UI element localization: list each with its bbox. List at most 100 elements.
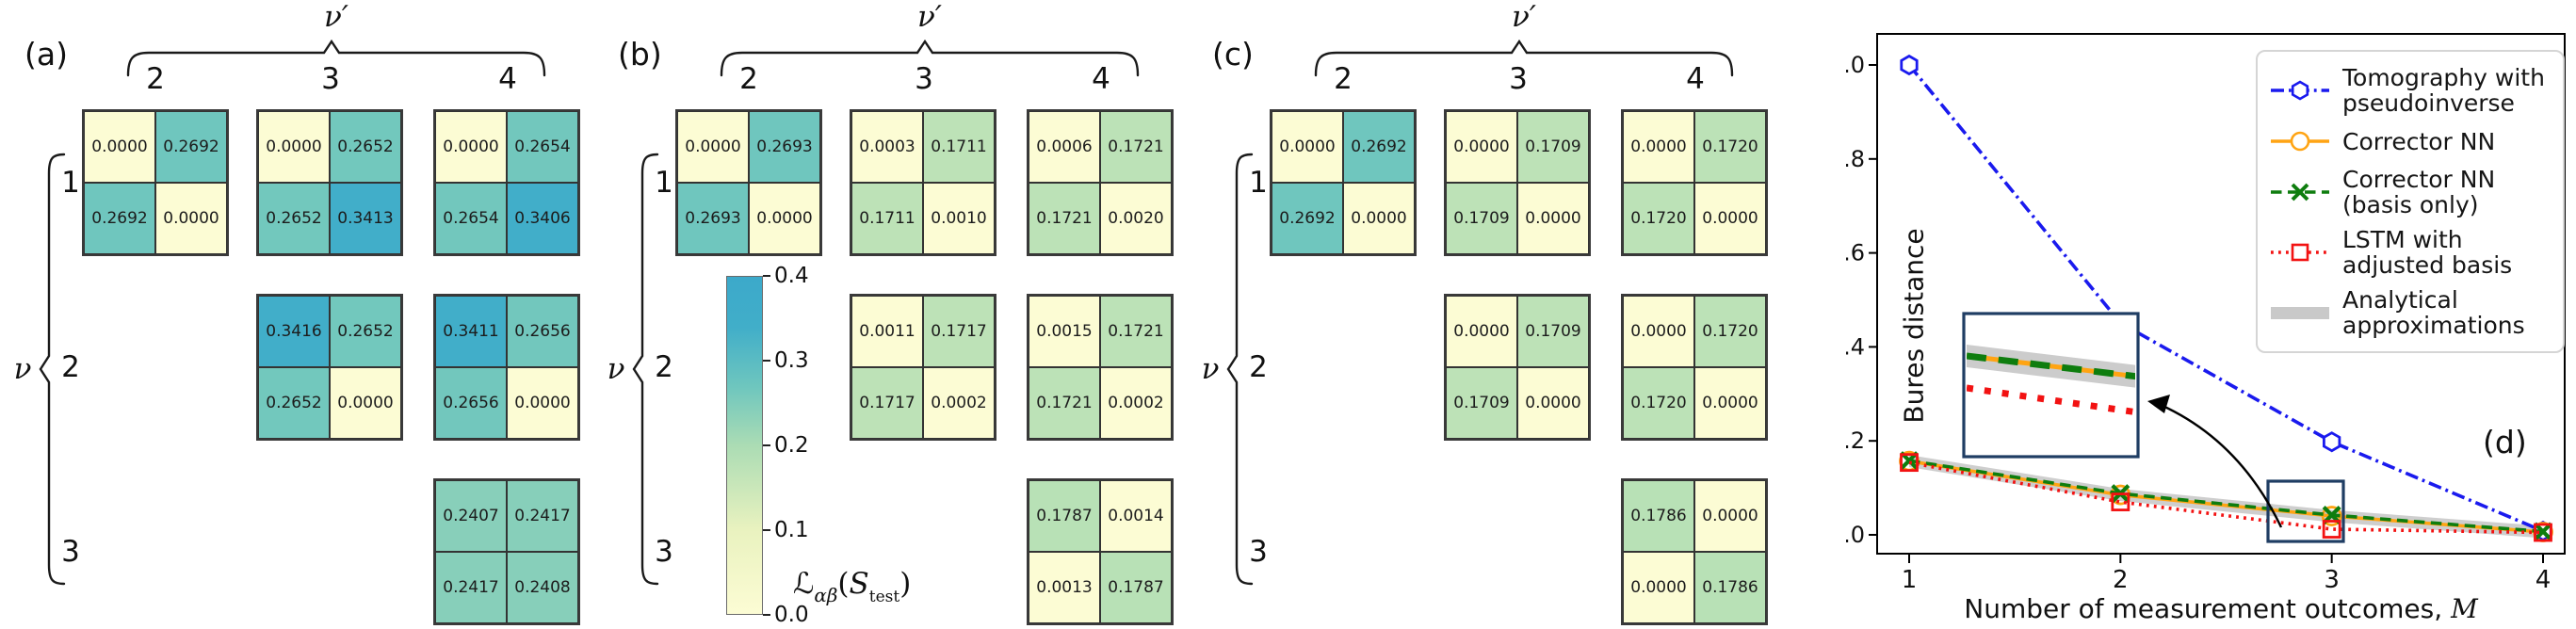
matrix-cell: 0.2654 <box>507 111 578 183</box>
panel-d-label: (d) <box>2483 424 2527 460</box>
x-axis-label-text: Number of measurement outcomes, <box>1964 593 2452 624</box>
row-label-1: 1 <box>61 166 80 200</box>
zoom-region-rect <box>2266 479 2345 543</box>
row-label-3: 3 <box>655 535 673 569</box>
y-tick-label: 0.6 <box>1846 240 1865 266</box>
square-marker <box>2534 523 2552 542</box>
matrix-cell: 0.0011 <box>851 296 923 367</box>
legend-sample-hexagon <box>2271 80 2329 101</box>
col-label-4: 4 <box>1092 62 1110 96</box>
matrix-cell: 0.3416 <box>258 296 330 367</box>
matrix-cell: 0.1721 <box>1100 296 1172 367</box>
matrix-cell: 0.1787 <box>1029 480 1100 552</box>
colorbar-tick-label: 0.0 <box>774 603 809 627</box>
inset-box <box>1962 312 2140 459</box>
y-tick-label: 0.4 <box>1846 333 1865 360</box>
panel-label: (a) <box>24 36 68 73</box>
matrix-cell: 0.1709 <box>1446 183 1517 254</box>
x-marker <box>2534 522 2552 541</box>
legend-item: Tomography with pseudoinverse <box>2269 65 2552 116</box>
matrix-cell: 0.0000 <box>749 183 820 254</box>
series-line-square <box>1908 460 2544 535</box>
row-label-1: 1 <box>1249 166 1268 200</box>
matrix-cell: 0.2693 <box>677 183 749 254</box>
matrix-cell: 0.0013 <box>1029 552 1100 623</box>
matrix-cell: 0.1717 <box>923 296 995 367</box>
y-tick-label: 0.0 <box>1846 522 1865 548</box>
row-label-2: 2 <box>655 350 673 384</box>
legend-item: Analytical approximations <box>2269 287 2552 338</box>
matrix-cell: 0.0000 <box>84 111 155 183</box>
matrix-cell: 0.3413 <box>330 183 401 254</box>
row-axis-title-nu: ν <box>1201 352 1220 386</box>
matrix-cell: 0.2692 <box>155 111 227 183</box>
colorbar-tick-mark <box>763 444 770 446</box>
matrix-cell: 0.0000 <box>258 111 330 183</box>
loss-argument-subscript: test <box>868 588 900 606</box>
matrix-cell: 0.0015 <box>1029 296 1100 367</box>
matrix-cell: 0.0002 <box>923 367 995 439</box>
matrix-cell: 0.2692 <box>1272 183 1343 254</box>
row-label-2: 2 <box>1249 350 1268 384</box>
hexagon-icon <box>2291 80 2309 101</box>
matrix-cell: 0.1720 <box>1623 183 1694 254</box>
matrix-cell: 0.2417 <box>507 480 578 552</box>
row-label-2: 2 <box>61 350 80 384</box>
matrix-cell: 0.0000 <box>1272 111 1343 183</box>
legend-sample-circle <box>2271 131 2329 152</box>
matrix-cell: 0.1721 <box>1100 111 1172 183</box>
hexagon-marker <box>1900 54 1919 76</box>
matrix-cell: 0.2652 <box>330 296 401 367</box>
matrix-cell: 0.1721 <box>1029 183 1100 254</box>
matrix-cell: 0.2656 <box>507 296 578 367</box>
colorbar-tick-label: 0.3 <box>774 348 809 373</box>
inset-basis-line <box>1967 352 2135 380</box>
matrix-cell: 0.0003 <box>851 111 923 183</box>
matrix-cell: 0.1721 <box>1029 367 1100 439</box>
matrix-cell: 0.2692 <box>84 183 155 254</box>
square-marker <box>2111 492 2130 511</box>
matrix-cell: 0.2692 <box>1343 111 1415 183</box>
row-label-3: 3 <box>1249 535 1268 569</box>
matrix-cell: 0.0010 <box>923 183 995 254</box>
x-axis-label-variable: M <box>2451 593 2478 624</box>
matrix-cell: 0.0002 <box>1100 367 1172 439</box>
matrix-cell: 0.3406 <box>507 183 578 254</box>
legend-item: Corrector NN <box>2269 125 2552 157</box>
col-label-3: 3 <box>321 62 340 96</box>
matrix-cell: 0.1711 <box>851 183 923 254</box>
plot-frame <box>1876 33 2566 555</box>
matrix-cell: 0.0000 <box>1343 183 1415 254</box>
row-axis-title-nu: ν <box>607 352 625 386</box>
legend-band-swatch <box>2271 307 2329 319</box>
legend-item-label: Corrector NN (basis only) <box>2342 166 2496 218</box>
colorbar-tick-mark <box>763 614 770 616</box>
matrix-cell: 0.0000 <box>677 111 749 183</box>
matrix-cell: 0.0000 <box>1446 296 1517 367</box>
panel-label: (b) <box>618 36 662 73</box>
matrix-cell: 0.0000 <box>1517 183 1589 254</box>
loss-subscript: αβ <box>814 584 838 606</box>
hexagon-marker <box>2322 431 2341 453</box>
series-line-hexagon <box>1907 63 2544 533</box>
matrix-cell: 0.0000 <box>435 111 507 183</box>
y-tick-label: 0.2 <box>1846 427 1865 454</box>
row-axis-title-nu: ν <box>13 352 32 386</box>
square-marker <box>2322 520 2341 539</box>
matrix-cell: 0.2407 <box>435 480 507 552</box>
matrix-cell: 0.1709 <box>1446 367 1517 439</box>
col-label-2: 2 <box>1334 62 1353 96</box>
